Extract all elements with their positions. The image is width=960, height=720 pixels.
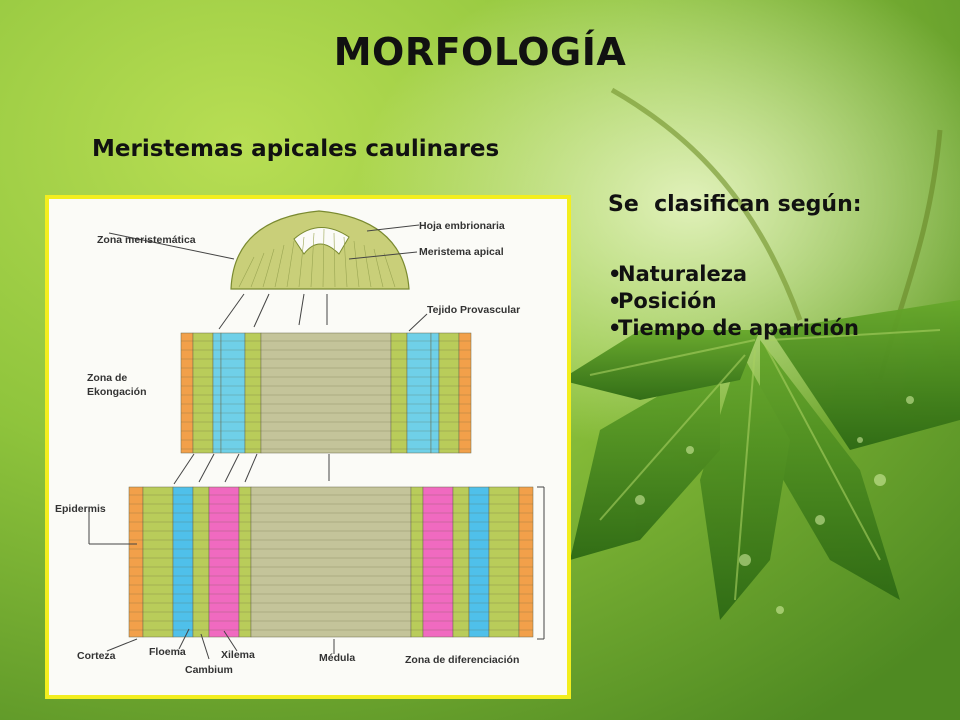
label-zona-de: Zona de: [87, 372, 127, 384]
band-provascular: [220, 332, 246, 454]
band-corteza: [142, 486, 174, 638]
band-corteza: [192, 486, 210, 638]
apex-cell-line: [262, 248, 275, 288]
connector-lines: [88, 224, 545, 660]
meristem-diagram: Hoja embrionaria Zona meristemática Meri…: [55, 210, 545, 676]
list-item-label: Posición: [618, 289, 717, 313]
apex-cell-line: [322, 228, 325, 288]
band-provascular: [430, 332, 440, 454]
list-item: •Posición: [608, 288, 938, 315]
band-corteza: [410, 486, 424, 638]
band-epidermis: [458, 332, 472, 454]
label-zona-meristematica: Zona meristemática: [97, 234, 196, 246]
band-provascular: [212, 332, 222, 454]
apex-cell-line: [274, 244, 285, 288]
list-item: •Tiempo de aparición: [608, 315, 938, 342]
label-medula: Médula: [319, 652, 355, 664]
label-xilema: Xilema: [221, 649, 255, 661]
apex-cell-line: [286, 240, 295, 288]
apex-cell-line: [363, 244, 372, 288]
classification-lead: Se clasifican según:: [608, 192, 862, 217]
apex-texture: [238, 228, 396, 288]
classification-list: •Naturaleza •Posición •Tiempo de aparici…: [608, 261, 938, 342]
band-floema: [468, 486, 490, 638]
apex-dome: [230, 210, 410, 290]
meristem-diagram-frame: Hoja embrionaria Zona meristemática Meri…: [45, 195, 571, 699]
list-item: •Naturaleza: [608, 261, 938, 288]
band-cambium: [422, 486, 454, 638]
slide-title: MORFOLOGÍA: [333, 30, 627, 74]
label-zona-diferenciacion: Zona de diferenciación: [405, 654, 519, 666]
bullet-icon: •: [608, 262, 622, 286]
band-medula: [260, 332, 392, 454]
slide-subtitle: Meristemas apicales caulinares: [92, 136, 500, 162]
classification-panel: Se clasifican según: •Naturaleza •Posici…: [608, 192, 938, 342]
label-epidermis: Epidermis: [55, 503, 106, 515]
label-cambium: Cambium: [185, 664, 233, 676]
band-medula: [250, 486, 412, 638]
apex-cell-line: [343, 236, 348, 288]
band-epidermis: [128, 486, 144, 638]
band-corteza: [238, 486, 252, 638]
apex-cell-line: [373, 248, 384, 288]
band-floema: [172, 486, 194, 638]
differentiation-block: [128, 486, 534, 638]
band-corteza: [244, 332, 262, 454]
elongation-block: [180, 332, 472, 454]
label-hoja-embrionaria: Hoja embrionaria: [419, 220, 505, 232]
list-item-label: Naturaleza: [618, 262, 748, 286]
band-corteza: [390, 332, 408, 454]
apex-cell-line: [383, 252, 396, 288]
band-corteza: [452, 486, 470, 638]
band-provascular: [406, 332, 432, 454]
apex-cell-line: [238, 256, 255, 288]
label-meristema-apical: Meristema apical: [419, 246, 504, 258]
apex-cell-line: [298, 236, 305, 288]
label-tejido-provascular: Tejido Provascular: [427, 304, 520, 316]
label-ekongacion: Ekongación: [87, 386, 147, 398]
label-floema: Floema: [149, 646, 186, 658]
band-corteza: [192, 332, 214, 454]
apex-cell-line: [353, 240, 360, 288]
apex-cell-line: [333, 232, 336, 288]
apex-cell-line: [310, 232, 315, 288]
label-corteza: Corteza: [77, 650, 116, 662]
list-item-label: Tiempo de aparición: [618, 316, 859, 340]
apex-cell-line: [250, 252, 265, 288]
band-corteza: [488, 486, 520, 638]
bullet-icon: •: [608, 289, 622, 313]
bullet-icon: •: [608, 316, 622, 340]
band-epidermis: [518, 486, 534, 638]
band-cambium: [208, 486, 240, 638]
band-corteza: [438, 332, 460, 454]
band-epidermis: [180, 332, 194, 454]
embryonic-leaf-cavity: [293, 227, 350, 255]
